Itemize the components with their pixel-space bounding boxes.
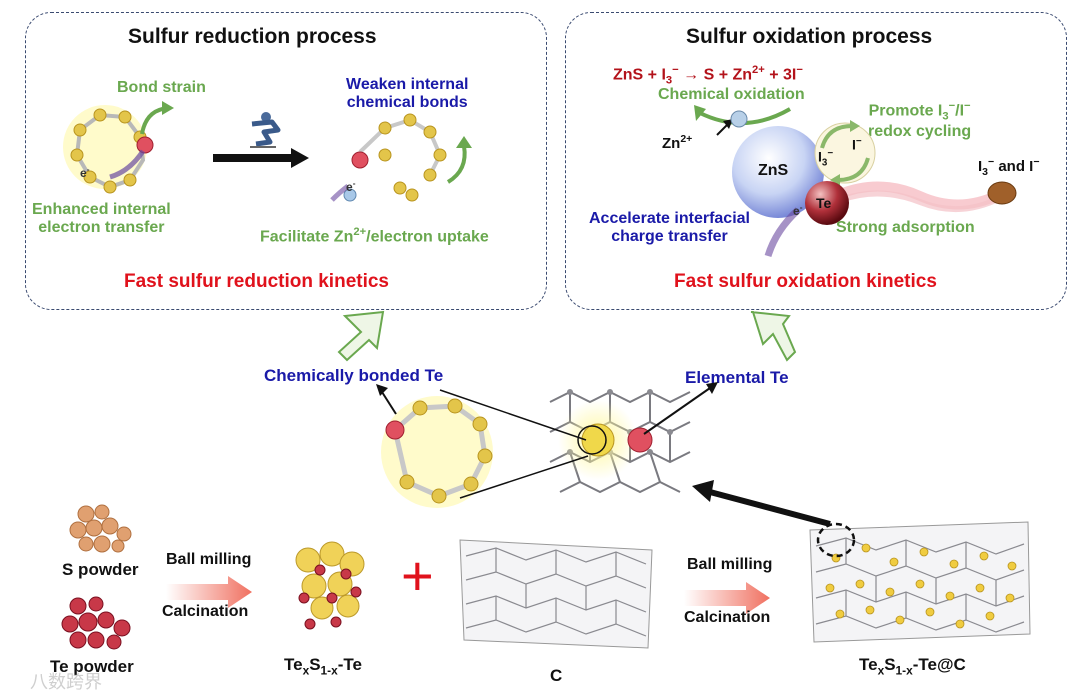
process-arrow-1 bbox=[166, 576, 252, 608]
hollow-arrow-right bbox=[750, 311, 797, 362]
calcination-label-1: Calcination bbox=[162, 603, 249, 620]
zns-label: ZnS bbox=[758, 162, 789, 179]
adsorption-trail bbox=[838, 181, 1003, 213]
composite-to-zoom-arrow bbox=[692, 480, 831, 527]
i3-particle bbox=[987, 181, 1017, 205]
chem-bonded-pointer bbox=[376, 384, 397, 415]
bond-strain-label: Bond strain bbox=[117, 79, 206, 96]
ball-milling-label-2: Ball milling bbox=[687, 556, 773, 573]
i3-and-i-label: I3− and I− bbox=[978, 156, 1040, 178]
hollow-arrow-left bbox=[337, 310, 385, 362]
weaken-arrow bbox=[446, 136, 472, 184]
electron-label-1: e- bbox=[80, 164, 90, 180]
oxidation-equation: ZnS + I3− → S + Zn2+ + 3I− bbox=[613, 64, 803, 87]
texsc-label: TexS1-x-Te@C bbox=[859, 655, 966, 678]
zn-ion-particle bbox=[716, 110, 748, 136]
s-powder-pile bbox=[69, 504, 132, 553]
carbon-sheet bbox=[459, 539, 653, 649]
s-powder-label: S powder bbox=[62, 560, 139, 579]
te-label: Te bbox=[816, 195, 832, 211]
strong-adsorption-label: Strong adsorption bbox=[836, 219, 975, 236]
process-arrow bbox=[213, 148, 309, 168]
facilitate-label: Facilitate Zn2+/electron uptake bbox=[260, 226, 489, 246]
te-powder-pile bbox=[61, 596, 131, 650]
reduction-title: Sulfur reduction process bbox=[128, 25, 377, 48]
zn-ion-label: Zn2+ bbox=[662, 133, 693, 152]
redox-cycle-icon bbox=[814, 120, 876, 186]
promote-redox-label: Promote I3−/I− redox cycling bbox=[868, 100, 972, 140]
chemical-oxidation-label: Chemical oxidation bbox=[658, 86, 805, 103]
plus-sign: + bbox=[401, 544, 434, 607]
texs-te-particles bbox=[295, 541, 365, 630]
texsc-composite bbox=[809, 521, 1031, 643]
te-sphere bbox=[805, 181, 849, 225]
i3-label: I3− bbox=[818, 148, 834, 169]
i-minus-label: I− bbox=[852, 136, 862, 153]
electron-label-3: e- bbox=[793, 202, 803, 218]
process-arrow-2 bbox=[684, 582, 770, 614]
te-powder-label: Te powder bbox=[50, 657, 134, 676]
electron-trail-ox bbox=[764, 207, 801, 258]
elemental-pointer bbox=[643, 382, 718, 435]
zoom-lines bbox=[439, 389, 589, 499]
reduction-kinetics-label: Fast sulfur reduction kinetics bbox=[124, 271, 389, 292]
oxidation-title: Sulfur oxidation process bbox=[686, 25, 933, 48]
te-s-ring bbox=[381, 396, 493, 508]
ball-milling-label-1: Ball milling bbox=[166, 551, 252, 568]
elemental-te-label: Elemental Te bbox=[685, 368, 789, 387]
watermark: 八数跨界 bbox=[30, 672, 102, 692]
zns-sphere bbox=[732, 126, 824, 218]
chem-bonded-te-label: Chemically bonded Te bbox=[264, 366, 444, 385]
bond-strain-arrow bbox=[140, 101, 174, 135]
skater-icon bbox=[250, 112, 281, 148]
electron-label-2: e- bbox=[346, 178, 356, 194]
oxidation-kinetics-label: Fast sulfur oxidation kinetics bbox=[674, 271, 937, 292]
carbon-label: C bbox=[550, 666, 563, 685]
s8-ring-strained bbox=[63, 105, 154, 194]
calcination-label-2: Calcination bbox=[684, 609, 771, 626]
s-chain-broken bbox=[330, 113, 447, 202]
texs-te-label: TexS1-x-Te bbox=[284, 655, 362, 678]
